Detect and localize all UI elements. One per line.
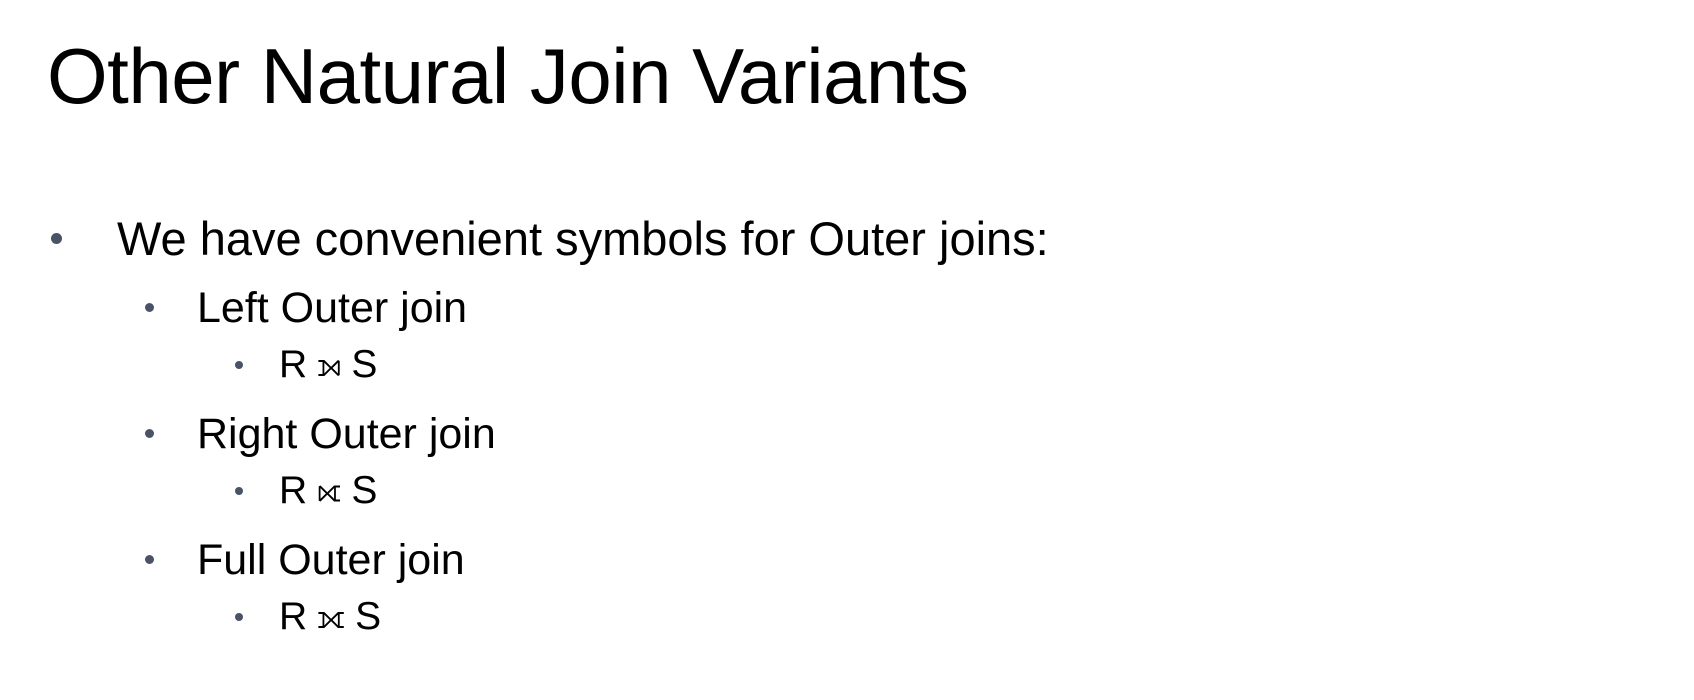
right-outer-join-icon: ⟖ (317, 471, 342, 510)
bullet-left-outer-join: Left Outer join (145, 281, 468, 335)
bullet-dot-icon (145, 303, 154, 312)
join-label: Right Outer join (197, 409, 496, 458)
bullet-right-outer-join: Right Outer join (145, 407, 496, 461)
full-outer-join-icon: ⟗ (317, 597, 346, 636)
join-label: Full Outer join (197, 535, 465, 584)
bullet-full-outer-join: Full Outer join (145, 533, 465, 587)
bullet-dot-icon (51, 233, 62, 244)
left-operand: R (279, 595, 308, 638)
join-label: Left Outer join (197, 283, 468, 332)
bullet-full-outer-join-notation: R ⟗ S (235, 592, 382, 642)
bullet-dot-icon (145, 429, 154, 438)
bullet-dot-icon (145, 555, 154, 564)
left-operand: R (279, 343, 308, 386)
bullet-text: We have convenient symbols for Outer joi… (117, 211, 1049, 265)
right-operand: S (351, 343, 378, 386)
bullet-left-outer-join-notation: R ⟕ S (235, 340, 378, 390)
left-operand: R (279, 469, 308, 512)
right-operand: S (355, 595, 382, 638)
bullet-dot-icon (235, 487, 243, 495)
left-outer-join-icon: ⟕ (317, 345, 342, 384)
slide-title: Other Natural Join Variants (47, 32, 969, 120)
bullet-right-outer-join-notation: R ⟖ S (235, 466, 378, 516)
bullet-outer-joins-intro: We have convenient symbols for Outer joi… (51, 208, 1049, 268)
bullet-dot-icon (235, 613, 243, 621)
right-operand: S (351, 469, 378, 512)
bullet-dot-icon (235, 361, 243, 369)
